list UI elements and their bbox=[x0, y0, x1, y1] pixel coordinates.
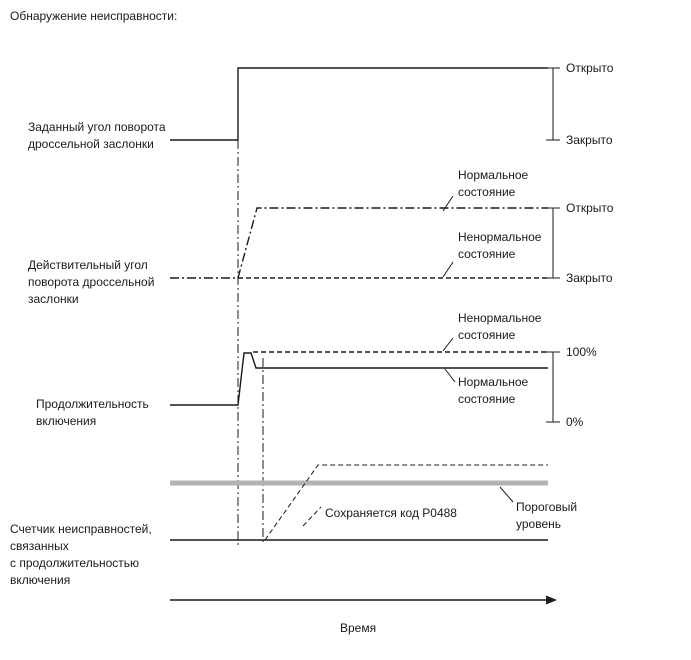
duty-normal-leader bbox=[444, 368, 456, 383]
actual-abnormal-leader bbox=[442, 261, 454, 278]
target-angle-trace bbox=[170, 67, 548, 141]
actual-angle-open-label: Открыто bbox=[566, 201, 614, 215]
duty-100-label: 100% bbox=[566, 345, 597, 359]
fault-counter-label: Счетчик неисправностей, связанных с прод… bbox=[10, 522, 152, 587]
actual-angle-normal-trace bbox=[237, 207, 548, 279]
duty-abnormal-leader bbox=[442, 337, 454, 352]
target-angle-axis-bracket bbox=[546, 67, 560, 141]
actual-angle-closed-label: Закрыто bbox=[566, 271, 613, 285]
target-angle-label: Заданный угол поворота дроссельной засло… bbox=[28, 120, 166, 151]
duty-cycle-label: Продолжительность включения bbox=[36, 397, 149, 428]
threshold-level-label: Пороговый уровень bbox=[516, 500, 578, 531]
duty-axis-bracket bbox=[546, 351, 560, 423]
counter-abnormal-trace bbox=[264, 464, 548, 541]
time-axis-label: Время bbox=[340, 621, 377, 635]
dtc-stored-note: Сохраняется код P0488 bbox=[325, 506, 457, 520]
dtc-note-leader bbox=[302, 506, 322, 527]
target-angle-open-label: Открыто bbox=[566, 61, 614, 75]
diagram-title: Обнаружение неисправности: bbox=[10, 9, 178, 23]
duty-normal-trace bbox=[170, 352, 548, 406]
threshold-leader bbox=[499, 486, 514, 503]
actual-angle-label: Действительный угол поворота дроссельной… bbox=[28, 258, 155, 306]
duty-normal-state-label: Нормальное состояние bbox=[458, 375, 529, 406]
actual-angle-axis-bracket bbox=[546, 207, 560, 279]
actual-normal-state-label: Нормальное состояние bbox=[458, 168, 529, 199]
time-axis-arrowhead bbox=[546, 595, 557, 605]
actual-abnormal-state-label: Ненормальное состояние bbox=[458, 230, 542, 261]
target-angle-closed-label: Закрыто bbox=[566, 133, 613, 147]
actual-normal-leader bbox=[442, 195, 454, 212]
duty-abnormal-state-label: Ненормальное состояние bbox=[458, 311, 542, 342]
duty-0-label: 0% bbox=[566, 415, 584, 429]
